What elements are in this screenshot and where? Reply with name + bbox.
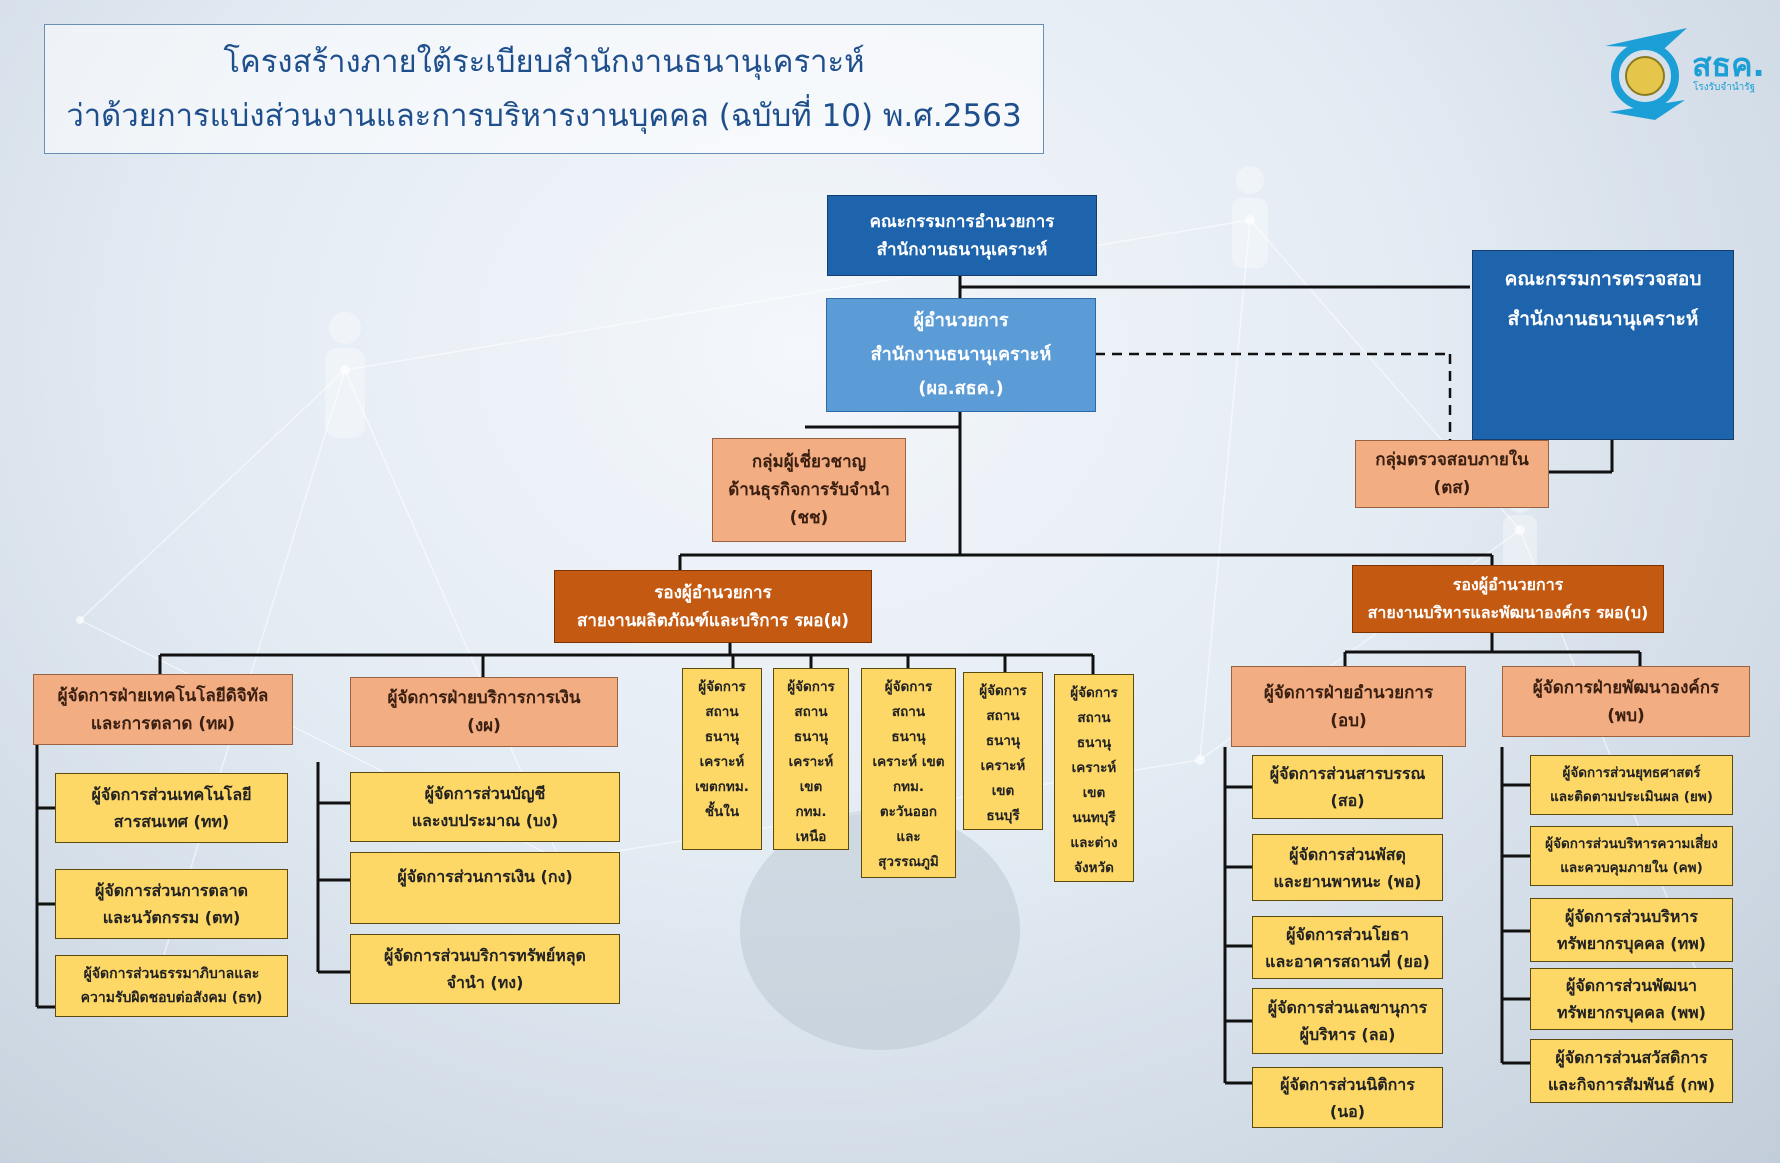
unit-it-box: ผู้จัดการส่วนเทคโนโลยี สารสนเทศ (ทท) — [55, 773, 288, 843]
unit-executive-secretary-box: ผู้จัดการส่วนเลขานุการ ผู้บริหาร (ลอ) — [1252, 988, 1443, 1054]
dept-organization-development-box: ผู้จัดการฝ่ายพัฒนาองค์กร (พบ) — [1502, 666, 1750, 737]
dept-administration-box: ผู้จัดการฝ่ายอำนวยการ (อบ) — [1231, 666, 1466, 747]
unit-accounting-budget-box: ผู้จัดการส่วนบัญชี และงบประมาณ (บง) — [350, 772, 620, 842]
title-line-1: โครงสร้างภายใต้ระเบียบสำนักงานธนานุเคราะ… — [223, 44, 865, 80]
unit-strategy-evaluation-box: ผู้จัดการส่วนยุทธศาสตร์ และติดตามประเมิน… — [1530, 755, 1733, 815]
station-bkk-east-box: ผู้จัดการ สถาน ธนานุ เคราะห์ เขต กทม. ตะ… — [861, 668, 956, 878]
logo-text: สธค. — [1692, 46, 1765, 84]
logo-subtext: โรงรับจำนำรัฐ — [1693, 82, 1756, 93]
unit-hr-development-box: ผู้จัดการส่วนพัฒนา ทรัพยากรบุคคล (พพ) — [1530, 968, 1733, 1030]
unit-hr-management-box: ผู้จัดการส่วนบริหาร ทรัพยากรบุคคล (ทพ) — [1530, 898, 1733, 962]
unit-governance-csr-box: ผู้จัดการส่วนธรรมาภิบาลและ ความรับผิดชอบ… — [55, 955, 288, 1017]
expert-group-box: กลุ่มผู้เชี่ยวชาญ ด้านธุรกิจการรับจำนำ (… — [712, 438, 906, 542]
dept-finance-service-box: ผู้จัดการฝ่ายบริการการเงิน (งผ) — [350, 677, 618, 747]
unit-marketing-innovation-box: ผู้จัดการส่วนการตลาด และนวัตกรรม (ตท) — [55, 869, 288, 939]
board-of-directors-box: คณะกรรมการอำนวยการ สำนักงานธนานุเคราะห์ — [827, 195, 1097, 276]
internal-audit-box: กลุ่มตรวจสอบภายใน (ตส) — [1355, 440, 1549, 508]
deputy-admin-box: รองผู้อำนวยการ สายงานบริหารและพัฒนาองค์ก… — [1352, 565, 1664, 633]
director-box: ผู้อำนวยการ สำนักงานธนานุเคราะห์ (ผอ.สธค… — [826, 298, 1096, 412]
station-thonburi-box: ผู้จัดการ สถาน ธนานุ เคราะห์ เขต ธนบุรี — [963, 672, 1043, 830]
title-box: โครงสร้างภายใต้ระเบียบสำนักงานธนานุเคราะ… — [44, 24, 1044, 154]
deputy-product-box: รองผู้อำนวยการ สายงานผลิตภัณฑ์และบริการ … — [554, 570, 872, 643]
unit-risk-control-box: ผู้จัดการส่วนบริหารความเสี่ยง และควบคุมภ… — [1530, 826, 1733, 886]
station-bkk-inner-box: ผู้จัดการ สถาน ธนานุ เคราะห์ เขตกทม. ชั้… — [682, 668, 762, 850]
unit-supplies-vehicles-box: ผู้จัดการส่วนพัสดุ และยานพาหนะ (พอ) — [1252, 834, 1443, 901]
unit-civil-works-box: ผู้จัดการส่วนโยธา และอาคารสถานที่ (ยอ) — [1252, 916, 1443, 979]
unit-welfare-relations-box: ผู้จัดการส่วนสวัสดิการ และกิจการสัมพันธ์… — [1530, 1039, 1733, 1103]
unit-forfeited-assets-box: ผู้จัดการส่วนบริการทรัพย์หลุด จำนำ (ทง) — [350, 934, 620, 1004]
unit-correspondence-box: ผู้จัดการส่วนสารบรรณ (สอ) — [1252, 755, 1443, 819]
audit-committee-box: คณะกรรมการตรวจสอบ สำนักงานธนานุเคราะห์ — [1472, 250, 1734, 440]
unit-finance-box: ผู้จัดการส่วนการเงิน (กง) — [350, 852, 620, 924]
dept-digital-marketing-box: ผู้จัดการฝ่ายเทคโนโลยีดิจิทัล และการตลาด… — [33, 674, 293, 745]
title-line-2: ว่าด้วยการแบ่งส่วนงานและการบริหารงานบุคค… — [66, 98, 1022, 134]
station-nonthaburi-box: ผู้จัดการ สถาน ธนานุ เคราะห์ เขต นนทบุรี… — [1054, 674, 1134, 882]
station-bkk-north-box: ผู้จัดการ สถาน ธนานุ เคราะห์ เขต กทม. เห… — [773, 668, 849, 850]
unit-legal-box: ผู้จัดการส่วนนิติการ (นอ) — [1252, 1067, 1443, 1128]
seal-logo-icon — [1605, 28, 1687, 120]
